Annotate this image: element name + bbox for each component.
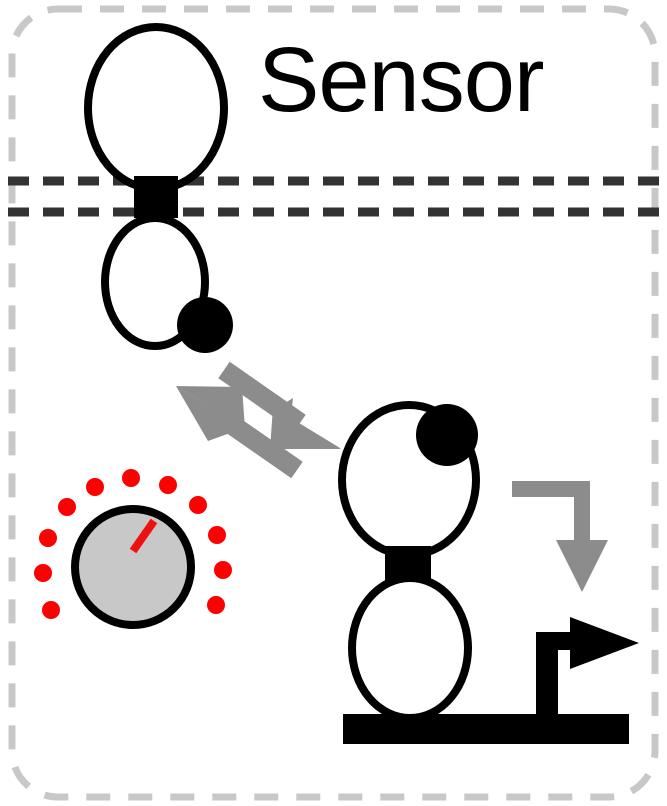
- receptor-transmembrane-domain: [134, 176, 178, 218]
- signal-level-dial: [34, 469, 232, 629]
- dial-dot: [208, 526, 226, 544]
- receptor-extracellular-domain: [84, 23, 228, 193]
- regulator-lower-domain: [348, 574, 472, 722]
- dial-dot: [86, 478, 104, 496]
- panel-border: [8, 5, 659, 801]
- dial-dot: [189, 496, 207, 514]
- promoter-transcription-arrow: [536, 617, 639, 720]
- dial-dot: [34, 564, 52, 582]
- dna-strand: [343, 714, 629, 744]
- dial-dot: [207, 596, 225, 614]
- dial-needle: [129, 518, 158, 554]
- dna-bound-regulator: [338, 401, 480, 722]
- dial-dot: [122, 469, 140, 487]
- dial-dot: [159, 476, 177, 494]
- dial-face: [71, 505, 195, 629]
- membrane-bound-receptor: [84, 23, 233, 353]
- equilibrium-arrow-pair: [176, 361, 341, 479]
- equilibrium-arrow-reverse: [176, 386, 303, 479]
- dial-dot: [58, 498, 76, 516]
- receptor-bound-ligand: [177, 297, 233, 353]
- regulator-bound-ligand: [416, 404, 478, 466]
- page-title: Sensor: [258, 29, 544, 131]
- dial-dot: [214, 561, 232, 579]
- dial-dot: [39, 529, 57, 547]
- equilibrium-arrow-forward: [218, 361, 341, 449]
- regulator-linker-domain: [385, 546, 431, 582]
- dial-indicator-dots: [34, 469, 232, 619]
- signal-flow-arrow: [512, 481, 608, 592]
- dial-dot: [42, 601, 60, 619]
